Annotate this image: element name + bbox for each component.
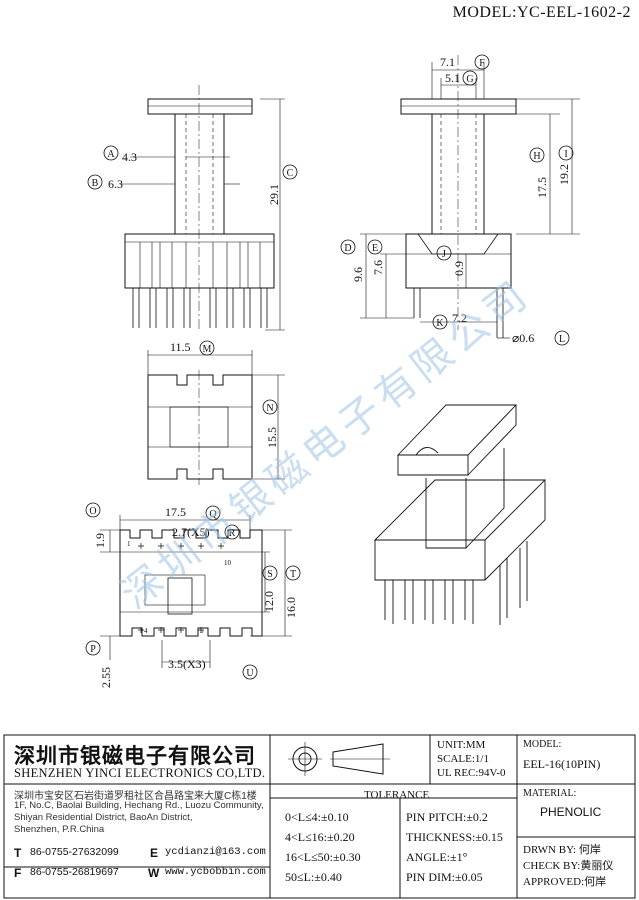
dim-E-value: 7.6 <box>371 260 385 275</box>
title-block-frame <box>3 734 636 899</box>
dim-U-marker: U <box>246 668 254 679</box>
dim-J-value: 0.9 <box>452 261 466 276</box>
approved-by: APPROVED:何岸 <box>523 876 607 888</box>
tolerance-angle: ANGLE:±1° <box>406 850 468 864</box>
dim-F-marker: F <box>479 58 485 69</box>
address-cn: 深圳市宝安区石岩街道罗租社区合昌路宝来大厦C栋1楼 <box>14 791 257 802</box>
dim-D-marker: D <box>344 243 351 254</box>
tolerance-pin-dim: PIN DIM:±0.05 <box>406 870 483 884</box>
dim-B-marker: B <box>92 178 99 189</box>
top-view <box>147 350 285 485</box>
dim-N-marker: N <box>266 403 273 414</box>
dimension-labels: A 4.3 B 6.3 C 29.1 7.1 F 5.1 G 17.5 H 19… <box>85 54 574 688</box>
dim-S-marker: S <box>267 569 273 580</box>
dim-R-marker: R <box>229 528 236 539</box>
dim-K-value: 7.2 <box>452 311 467 325</box>
pin-number-10: 10 <box>224 559 232 567</box>
tel-value: 86-0755-27632099 <box>30 846 119 858</box>
pin-number-5: 5 <box>200 627 204 635</box>
tolerance-4-16: 4<L≤16:±0.20 <box>285 830 355 844</box>
ul-rec-text: UL REC:94V-0 <box>437 767 506 779</box>
email-label: E <box>150 846 159 860</box>
tolerance-16-50: 16<L≤50:±0.30 <box>285 850 361 864</box>
dim-K-marker: K <box>436 318 444 329</box>
dim-G-marker: G <box>466 74 473 85</box>
checked-by: CHECK BY:黄丽仪 <box>523 860 614 872</box>
material-value: PHENOLIC <box>540 805 602 819</box>
dim-R-value: 2.7(X5) <box>172 525 210 539</box>
drawn-by: DRWN BY: 何岸 <box>523 844 601 856</box>
fax-label: F <box>14 866 22 880</box>
material-label: MATERIAL: <box>523 788 577 799</box>
tolerance-pin-pitch: PIN PITCH:±0.2 <box>406 810 488 824</box>
model-header: MODEL:YC-EEL-1602-2 <box>452 4 631 21</box>
bottom-view <box>100 515 292 668</box>
tolerance-title: TOLERANCE <box>364 789 430 801</box>
unit-text: UNIT:MM <box>437 739 486 751</box>
model-label: MODEL: <box>523 739 562 750</box>
dim-G-value: 5.1 <box>445 71 460 85</box>
front-view <box>120 85 285 331</box>
tolerance-50-plus: 50≤L:±0.40 <box>285 870 342 884</box>
dim-T-value: 16.0 <box>284 597 298 618</box>
dim-H-value: 17.5 <box>535 177 549 198</box>
dim-T-marker: T <box>290 569 296 580</box>
dim-A-marker: A <box>107 149 115 160</box>
model-value: EEL-16(10PIN) <box>523 757 601 771</box>
company-name-cn: 深圳市银磁电子有限公司 <box>14 744 256 768</box>
isometric-view <box>373 404 547 625</box>
web-label: W <box>148 866 160 880</box>
dim-U-value: 3.5(X3) <box>168 657 206 671</box>
address-en-3: Shenzhen, P.R.China <box>14 824 105 835</box>
dim-L-value: ⌀0.6 <box>512 331 534 345</box>
dim-O-marker: O <box>89 506 96 517</box>
tolerance-0-4: 0<L≤4:±0.10 <box>285 810 349 824</box>
pin-number-1: 1 <box>127 540 131 548</box>
dim-C-value: 29.1 <box>267 184 281 205</box>
watermark-text: 深圳市银磁电子有限公司 <box>113 270 540 618</box>
dim-H-marker: H <box>533 151 540 162</box>
dim-P-marker: P <box>90 644 96 655</box>
scale-text: SCALE:1/1 <box>437 753 489 765</box>
dim-B-value: 6.3 <box>108 177 123 191</box>
dim-C-marker: C <box>287 168 294 179</box>
dim-F-value: 7.1 <box>440 55 455 69</box>
dim-Q-value: 17.5 <box>165 505 186 519</box>
dim-E-marker: E <box>372 243 378 254</box>
technical-drawing: A 4.3 B 6.3 C 29.1 7.1 F 5.1 G 17.5 H 19… <box>85 54 580 688</box>
company-name-en: SHENZHEN YINCI ELECTRONICS CO,LTD. <box>14 766 266 780</box>
dim-M-marker: M <box>203 344 212 355</box>
dim-I-value: 19.2 <box>557 164 571 185</box>
dim-D-value: 9.6 <box>351 267 365 282</box>
fax-value: 86-0755-26819697 <box>30 866 119 878</box>
dim-J-marker: J <box>442 249 446 260</box>
dim-P-value: 2.55 <box>99 667 113 688</box>
address-en-1: 1F, No.C, Baolai Building, Hechang Rd., … <box>14 800 264 811</box>
dim-M-value: 11.5 <box>170 340 191 354</box>
pin-number-4: 4 <box>144 627 148 635</box>
tel-label: T <box>14 846 22 860</box>
dim-Q-marker: Q <box>209 509 217 520</box>
dim-O-value: 1.9 <box>93 533 107 548</box>
dim-L-marker: L <box>559 334 565 345</box>
dim-N-value: 15.5 <box>265 427 279 448</box>
web-value[interactable]: www.ycbobbin.com <box>165 866 266 878</box>
address-en-2: Shiyan Residential District, BaoAn Distr… <box>14 812 193 823</box>
tolerance-thickness: THICKNESS:±0.15 <box>406 830 503 844</box>
side-view <box>360 55 580 339</box>
dim-A-value: 4.3 <box>122 150 137 164</box>
dim-I-marker: I <box>564 149 567 160</box>
email-value[interactable]: ycdianzi@163.com <box>165 846 266 858</box>
dim-S-value: 12.0 <box>262 591 276 612</box>
